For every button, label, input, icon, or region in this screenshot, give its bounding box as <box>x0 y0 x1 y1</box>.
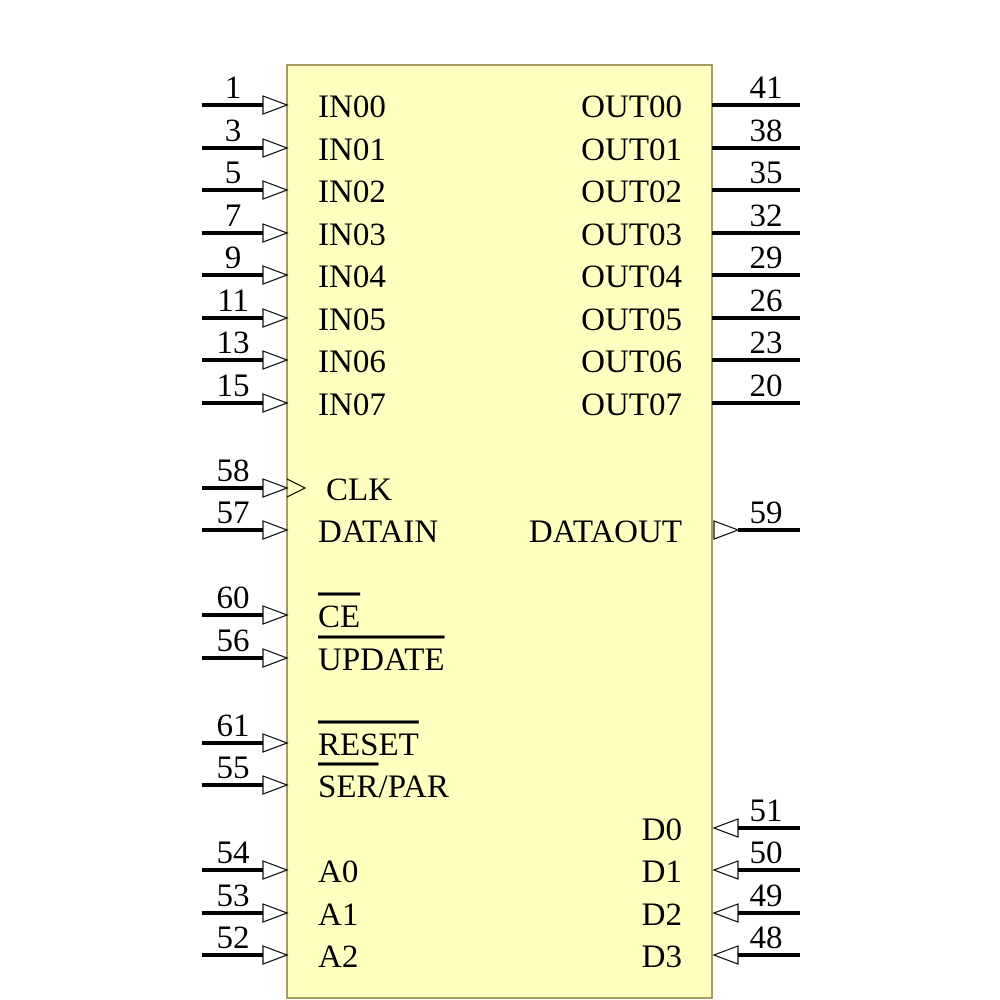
input-arrow-icon <box>262 860 289 880</box>
pin-label: OUT06 <box>581 344 682 380</box>
pin-label: IN04 <box>318 259 386 295</box>
input-arrow-icon <box>262 945 289 965</box>
pin-label: RESET <box>318 727 419 763</box>
input-arrow-icon <box>262 138 289 158</box>
pin-number: 53 <box>217 878 250 914</box>
pin-number: 58 <box>217 453 250 489</box>
pin-label: IN06 <box>318 344 386 380</box>
pin-number: 61 <box>217 708 250 744</box>
pin-number: 29 <box>750 240 783 276</box>
input-arrow-icon <box>262 903 289 923</box>
input-arrow-icon <box>262 775 289 795</box>
pin-label: OUT07 <box>581 387 682 423</box>
pin-label: D3 <box>642 939 682 975</box>
pin-label: OUT03 <box>581 217 682 253</box>
pin-number: 3 <box>225 113 242 149</box>
pin-number: 15 <box>217 368 250 404</box>
pin-number: 11 <box>217 283 249 319</box>
pin-label: DATAOUT <box>529 514 682 550</box>
pin-number: 32 <box>750 198 783 234</box>
pin-number: 49 <box>750 878 783 914</box>
output-arrow-icon <box>713 520 740 540</box>
pin-number: 50 <box>750 835 783 871</box>
input-arrow-icon <box>262 350 289 370</box>
input-arrow-icon <box>262 605 289 625</box>
input-arrow-icon <box>262 95 289 115</box>
pin-number: 60 <box>217 580 250 616</box>
pin-number: 13 <box>217 325 250 361</box>
pin-label: A2 <box>318 939 358 975</box>
pin-label: D2 <box>642 897 682 933</box>
input-arrow-icon <box>262 308 289 328</box>
pin-label: IN02 <box>318 174 386 210</box>
pin-number: 52 <box>217 920 250 956</box>
pin-number: 26 <box>750 283 783 319</box>
input-arrow-icon <box>712 860 739 880</box>
input-arrow-icon <box>712 945 739 965</box>
input-arrow-icon <box>262 648 289 668</box>
input-arrow-icon <box>262 520 289 540</box>
pin-label: IN05 <box>318 302 386 338</box>
input-arrow-icon <box>712 818 739 838</box>
pin-number: 56 <box>217 623 250 659</box>
input-arrow-icon <box>262 265 289 285</box>
pin-number: 54 <box>217 835 250 871</box>
pin-label: SER/PAR <box>318 769 449 805</box>
pin-label: OUT00 <box>581 89 682 125</box>
input-arrow-icon <box>262 733 289 753</box>
pin-number: 20 <box>750 368 783 404</box>
pin-label: IN07 <box>318 387 386 423</box>
pin-label: CLK <box>326 472 392 508</box>
pin-label: OUT05 <box>581 302 682 338</box>
pin-number: 57 <box>217 495 250 531</box>
clock-indicator-icon <box>286 478 307 498</box>
pin-label: D1 <box>642 854 682 890</box>
pin-number: 59 <box>750 495 783 531</box>
pin-number: 38 <box>750 113 783 149</box>
pin-label: A1 <box>318 897 358 933</box>
pin-label: IN01 <box>318 132 386 168</box>
chip-body <box>286 64 713 999</box>
pin-label: IN00 <box>318 89 386 125</box>
pin-label: OUT04 <box>581 259 682 295</box>
input-arrow-icon <box>712 903 739 923</box>
pin-number: 23 <box>750 325 783 361</box>
input-arrow-icon <box>262 223 289 243</box>
pin-number: 55 <box>217 750 250 786</box>
pin-label: CE <box>318 599 360 635</box>
pin-label: D0 <box>642 812 682 848</box>
input-arrow-icon <box>262 393 289 413</box>
pin-number: 51 <box>750 793 783 829</box>
pin-label: OUT01 <box>581 132 682 168</box>
pin-label: IN03 <box>318 217 386 253</box>
pin-number: 1 <box>225 70 242 106</box>
input-arrow-icon <box>262 478 289 498</box>
pin-label: UPDATE <box>318 642 445 678</box>
pin-number: 41 <box>750 70 783 106</box>
pin-number: 9 <box>225 240 242 276</box>
pin-label: OUT02 <box>581 174 682 210</box>
pin-label: DATAIN <box>318 514 438 550</box>
pin-number: 48 <box>750 920 783 956</box>
pin-number: 5 <box>225 155 242 191</box>
pin-label: A0 <box>318 854 358 890</box>
pin-number: 7 <box>225 198 242 234</box>
pin-number: 35 <box>750 155 783 191</box>
input-arrow-icon <box>262 180 289 200</box>
